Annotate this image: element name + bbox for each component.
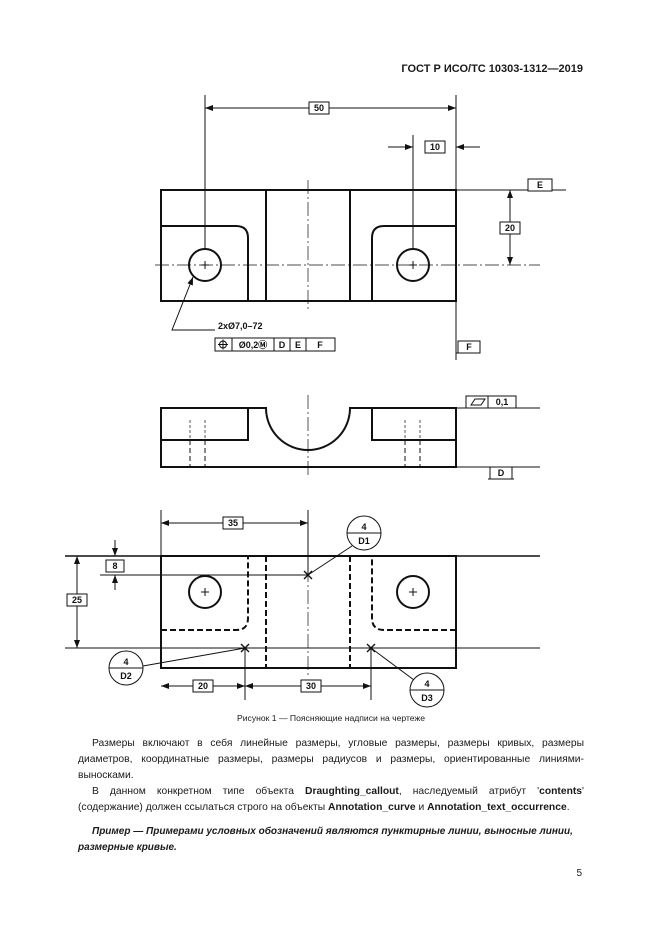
svg-text:F: F bbox=[317, 340, 323, 350]
svg-text:4: 4 bbox=[424, 679, 429, 689]
svg-text:E: E bbox=[295, 340, 301, 350]
p2-term: Annotation_text_occurrence bbox=[427, 802, 567, 813]
p2-text: и bbox=[415, 802, 428, 813]
p2-text: . bbox=[566, 802, 570, 813]
dim-35: 35 bbox=[228, 518, 238, 528]
p2-text: В данном конкретном типе объекта bbox=[92, 786, 306, 797]
callout-d1: 4D1 bbox=[346, 515, 382, 551]
dim-20-vertical: 20 bbox=[505, 223, 515, 233]
dim-20-bottom: 20 bbox=[198, 681, 208, 691]
document-header: ГОСТ Р ИСО/ТС 10303-1312—2019 bbox=[401, 63, 583, 75]
page-number: 5 bbox=[576, 868, 582, 879]
svg-text:D: D bbox=[279, 340, 286, 350]
figure-caption: Рисунок 1 — Поясняющие надписи на чертеж… bbox=[236, 713, 426, 723]
p2-text: ' (содержание) должен ссылаться строго н… bbox=[78, 786, 584, 813]
paragraph-1: Размеры включают в себя линейные размеры… bbox=[78, 738, 584, 781]
p2-term: Draughting_callout bbox=[305, 786, 399, 797]
p2-text: , наследуемый атрибут ' bbox=[398, 786, 540, 797]
flatness-tolerance-frame: 0,1 bbox=[465, 395, 517, 409]
p2-term: Annotation_curve bbox=[328, 802, 416, 813]
datum-e: E bbox=[537, 180, 543, 190]
bottom-view: 35 8 25 20 30 4D1 4D2 4D3 bbox=[65, 510, 540, 708]
svg-text:4: 4 bbox=[361, 522, 366, 532]
dim-30: 30 bbox=[306, 681, 316, 691]
svg-text:D3: D3 bbox=[421, 693, 433, 703]
position-tolerance-frame: Ø0,2Ⓜ D E F bbox=[214, 337, 336, 352]
dim-50: 50 bbox=[314, 103, 324, 113]
p2-term: contents bbox=[539, 786, 583, 797]
dim-10: 10 bbox=[430, 142, 440, 152]
svg-text:D2: D2 bbox=[120, 671, 132, 681]
front-view: 0,1 D bbox=[160, 395, 540, 480]
svg-text:D1: D1 bbox=[358, 536, 370, 546]
callout-d2: 4D2 bbox=[108, 650, 144, 686]
example-note: Пример — Примерами условных обозначений … bbox=[78, 826, 573, 853]
callout-d3: 4D3 bbox=[409, 672, 445, 708]
datum-d: D bbox=[498, 468, 505, 478]
text-body: Рисунок 1 — Поясняющие надписи на чертеж… bbox=[78, 712, 584, 879]
paragraph-2: В данном конкретном типе объекта Draught… bbox=[78, 784, 584, 816]
svg-text:Ø0,2Ⓜ: Ø0,2Ⓜ bbox=[239, 339, 268, 350]
svg-text:0,1: 0,1 bbox=[496, 397, 509, 407]
technical-drawing: 50 10 20 E F 2xØ7,0–72 Ø0,2Ⓜ D E F 0,1 D… bbox=[65, 95, 566, 708]
hole-note: 2xØ7,0–72 bbox=[218, 321, 263, 331]
datum-f: F bbox=[466, 342, 472, 352]
top-view: 50 10 20 E F 2xØ7,0–72 Ø0,2Ⓜ D E F bbox=[155, 95, 566, 360]
svg-text:4: 4 bbox=[123, 657, 128, 667]
dim-25: 25 bbox=[72, 595, 82, 605]
dim-8: 8 bbox=[112, 561, 117, 571]
